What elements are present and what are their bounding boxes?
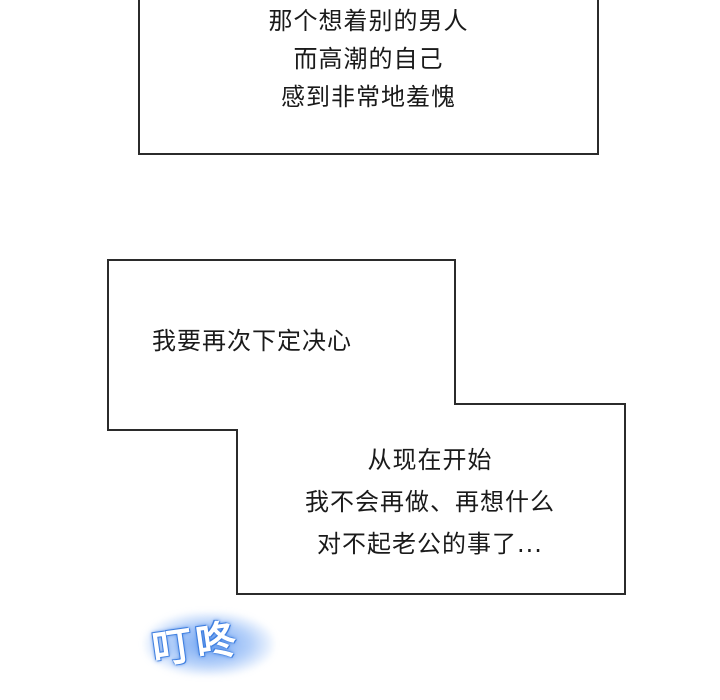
narration-line: 感到非常地羞愧 (281, 83, 456, 111)
narration-box-top: 那个想着别的男人 而高潮的自己 感到非常地羞愧 (138, 0, 599, 155)
narration-text-resolve: 我要再次下定决心 (152, 327, 352, 355)
sfx-text: 叮咚 (149, 615, 243, 674)
narration-text-promise: 从现在开始 我不会再做、再想什么 对不起老公的事了... (260, 439, 600, 565)
narration-line: 而高潮的自己 (293, 45, 444, 73)
narration-text-top: 那个想着别的男人 而高潮的自己 感到非常地羞愧 (140, 2, 597, 116)
narration-line: 那个想着别的男人 (268, 7, 469, 35)
narration-line: 对不起老公的事了... (317, 530, 543, 558)
narration-line: 从现在开始 (367, 446, 493, 474)
narration-line: 我不会再做、再想什么 (305, 488, 555, 516)
sfx-glow (144, 612, 274, 676)
doorbell-sound-effect: 叮咚 (144, 612, 274, 676)
